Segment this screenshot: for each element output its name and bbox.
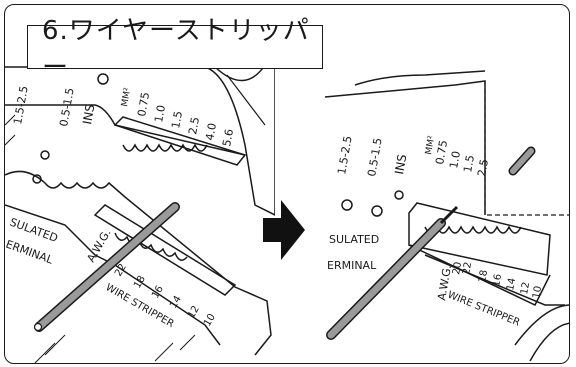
left-g10: 10 [202, 312, 218, 329]
left-v25: 2.5 [186, 116, 202, 135]
right-awg: A.W.G. [435, 264, 454, 302]
right-g18: 18 [477, 269, 490, 283]
left-illustration: 1.5-2.5 0.5-1.5 INS MM² 0.75 1.0 1.5 2.5… [5, 5, 276, 363]
right-ins: INS [392, 153, 409, 175]
left-g12: 12 [186, 304, 202, 321]
right-arrow-icon [263, 200, 305, 260]
left-v075: 0.75 [135, 91, 152, 117]
left-v40: 4.0 [203, 122, 219, 141]
left-g18: 18 [132, 274, 148, 291]
right-g16: 16 [491, 273, 504, 287]
right-size-a: 1.5-2.5 [335, 135, 355, 176]
right-g22: 22 [461, 261, 474, 275]
left-v56: 5.6 [220, 128, 236, 147]
right-v25: 2.5 [475, 158, 491, 177]
right-mm2: MM² [424, 135, 437, 156]
right-g12: 12 [519, 281, 532, 295]
left-ins: INS [80, 103, 97, 125]
left-stripper-drawing: 1.5-2.5 0.5-1.5 INS MM² 0.75 1.0 1.5 2.5… [5, 64, 276, 363]
right-g14: 14 [505, 277, 518, 291]
section-title-text: 6.ワイヤーストリッパー [42, 16, 310, 83]
right-g20: 20 [451, 261, 464, 275]
right-size-b: 0.5-1.5 [365, 137, 385, 178]
instruction-frame: 6.ワイヤーストリッパー [4, 4, 570, 364]
right-g10: 10 [531, 285, 544, 299]
right-stripper-drawing: 1.5-2.5 0.5-1.5 INS MM² 0.75 1.0 1.5 2.5… [324, 70, 569, 362]
left-g14: 14 [168, 294, 184, 311]
left-v10: 1.0 [152, 104, 168, 123]
left-mm2: MM² [120, 87, 133, 108]
right-v075: 0.75 [433, 139, 450, 165]
right-v15: 1.5 [461, 154, 477, 173]
right-illustration: 1.5-2.5 0.5-1.5 INS MM² 0.75 1.0 1.5 2.5… [324, 5, 569, 363]
section-title: 6.ワイヤーストリッパー [27, 16, 323, 83]
right-erminal: ERMINAL [327, 259, 377, 272]
right-sulated: SULATED [329, 233, 379, 246]
right-wire-stripper: WIRE STRIPPER [446, 290, 522, 329]
right-v10: 1.0 [447, 150, 463, 169]
left-v15: 1.5 [169, 110, 185, 129]
left-size-b: 0.5-1.5 [57, 87, 77, 128]
